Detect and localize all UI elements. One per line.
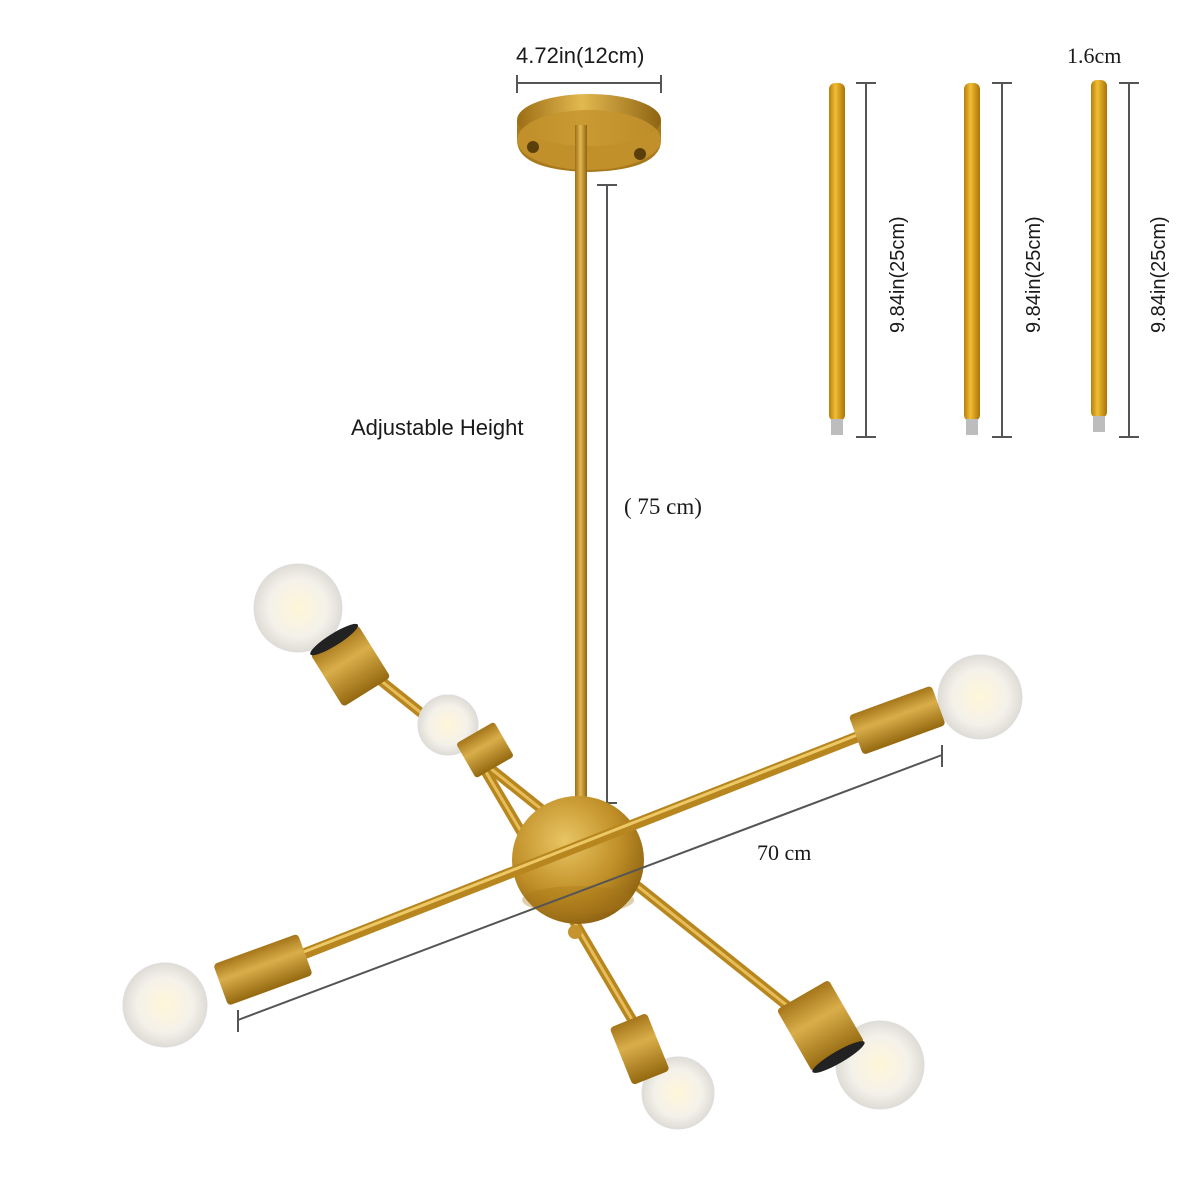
span-label: 70 cm	[757, 840, 812, 865]
adjustable-height-label: Adjustable Height	[351, 415, 524, 440]
arm-main-horizontal	[244, 722, 886, 981]
bulb-bottom-right	[777, 981, 925, 1110]
ceiling-canopy	[517, 94, 661, 172]
rod-2-length-label: 9.84in(25cm)	[1023, 216, 1045, 333]
extension-rod-1	[829, 83, 845, 435]
downrod	[575, 125, 587, 805]
rod-1-length-label: 9.84in(25cm)	[887, 216, 909, 333]
extension-rod-3	[1091, 80, 1107, 432]
bulb-bottom-middle	[610, 1014, 715, 1130]
height-dimension	[597, 184, 617, 804]
bulb-top-left	[253, 563, 390, 706]
bulb-inner-left	[417, 694, 513, 778]
rod-diameter-label: 1.6cm	[1067, 43, 1122, 68]
canopy-width-dimension	[516, 75, 662, 93]
bulb-left	[122, 934, 312, 1048]
extension-rod-2	[964, 83, 980, 435]
span-dimension	[237, 745, 943, 1032]
height-value-label: ( 75 cm)	[624, 494, 702, 519]
canopy-width-label: 4.72in(12cm)	[516, 43, 645, 68]
rod-3-length-label: 9.84in(25cm)	[1148, 216, 1170, 333]
rod-length-dimensions	[856, 82, 1139, 438]
bulb-right	[849, 654, 1023, 754]
